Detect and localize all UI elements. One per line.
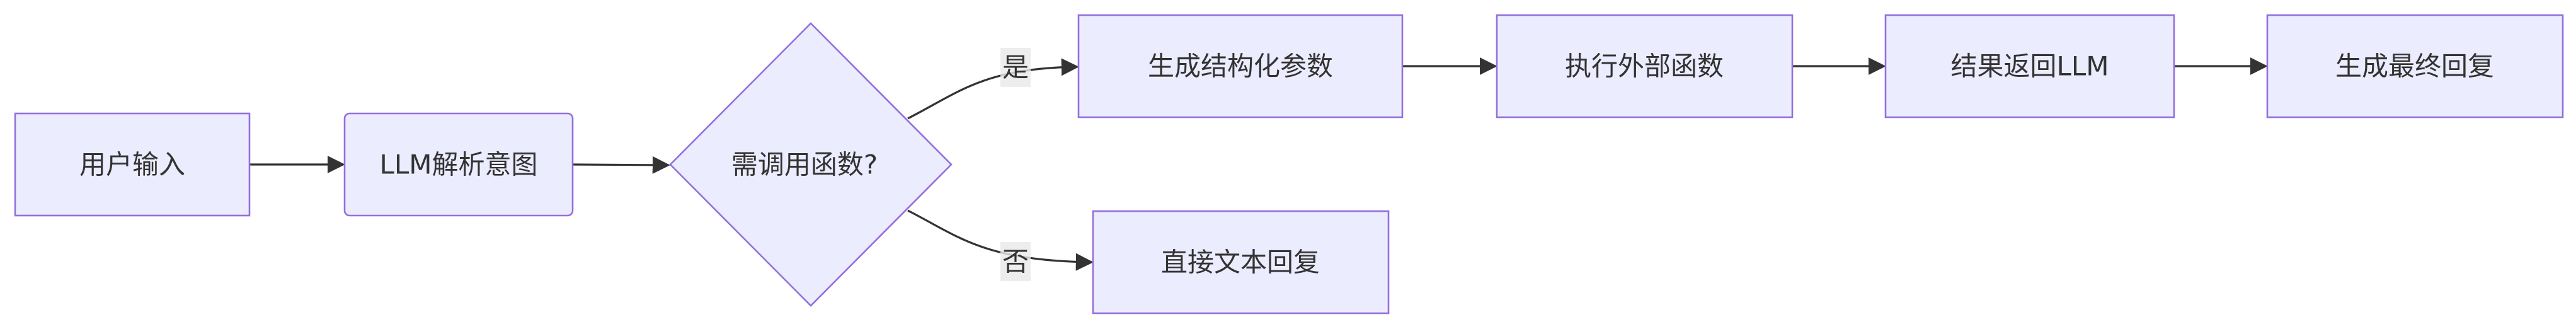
- node-final-reply: 生成最终回复: [2266, 14, 2564, 118]
- node-return-llm-label: 结果返回LLM: [1950, 51, 2109, 82]
- node-exec-func-label: 执行外部函数: [1565, 51, 1724, 82]
- edges: [249, 57, 2268, 271]
- node-user-input-label: 用户输入: [79, 149, 185, 180]
- node-exec-func: 执行外部函数: [1496, 14, 1794, 118]
- node-llm-parse: LLM解析意图: [343, 112, 574, 217]
- edge-llm-parse-to-decision: [572, 156, 670, 174]
- node-direct-reply-label: 直接文本回复: [1161, 247, 1320, 278]
- node-user-input: 用户输入: [14, 112, 251, 217]
- node-direct-reply: 直接文本回复: [1092, 210, 1390, 315]
- edge-label-yes: 是: [1000, 48, 1031, 87]
- node-gen-params-label: 生成结构化参数: [1148, 51, 1333, 82]
- node-gen-params: 生成结构化参数: [1077, 14, 1404, 118]
- edge-label-no: 否: [1000, 242, 1031, 281]
- node-decision-label: 需调用函数?: [731, 149, 878, 180]
- edge-decision-no-to-direct-reply: [907, 209, 1094, 271]
- node-final-reply-label: 生成最终回复: [2335, 51, 2494, 82]
- edge-decision-yes-to-gen-params: [907, 58, 1079, 120]
- edge-label-yes-text: 是: [1002, 52, 1029, 83]
- node-return-llm: 结果返回LLM: [1884, 14, 2175, 118]
- node-decision: 需调用函数?: [669, 22, 953, 307]
- edge-label-no-text: 否: [1002, 246, 1029, 277]
- node-llm-parse-label: LLM解析意图: [379, 149, 537, 180]
